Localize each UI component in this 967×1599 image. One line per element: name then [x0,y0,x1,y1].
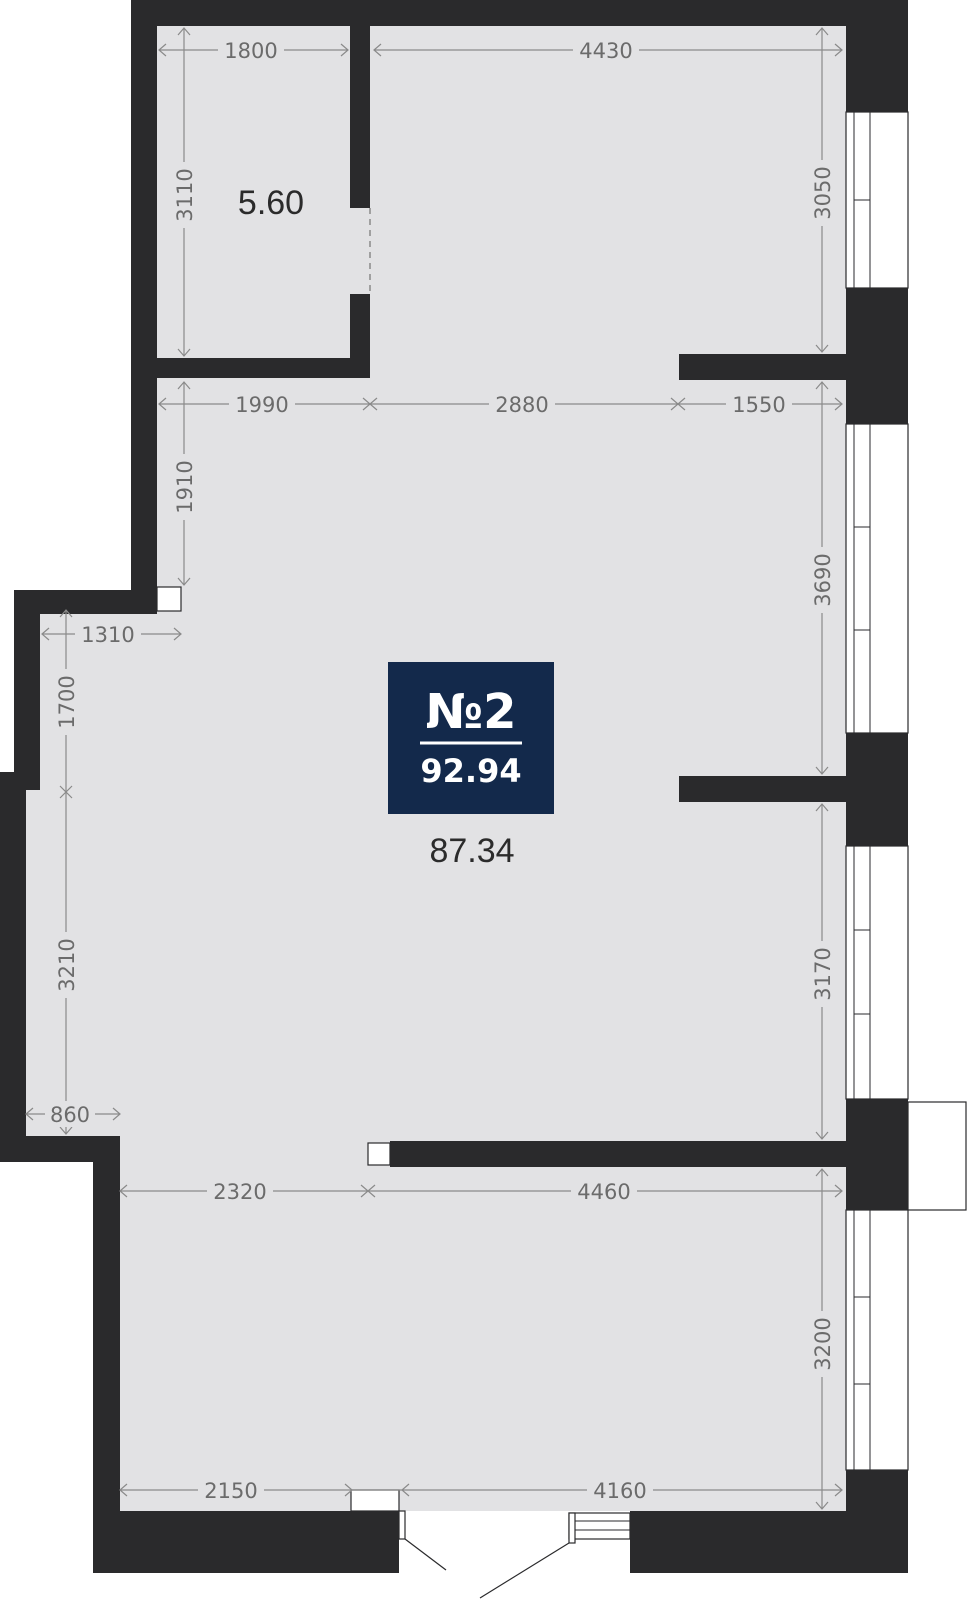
dim-3690: 3690 [811,553,835,606]
unit-total-area: 92.94 [420,752,521,790]
dim-4160: 4160 [593,1479,646,1503]
dim-1310: 1310 [81,623,134,647]
dim-1910: 1910 [173,460,197,513]
main-room-area: 87.34 [429,832,514,870]
dim-4460: 4460 [577,1180,630,1204]
dim-1700: 1700 [55,675,79,728]
dim-1800: 1800 [224,39,277,63]
walls [0,0,908,1573]
dim-2880: 2880 [495,393,548,417]
dim-3110: 3110 [173,168,197,221]
unit-number: №2 [425,684,516,740]
dim-1550: 1550 [732,393,785,417]
column-marker [367,1142,391,1166]
unit-badge: №2 92.94 [388,662,554,814]
small-room-area: 5.60 [238,184,304,222]
dim-3170: 3170 [811,947,835,1000]
dim-3210: 3210 [55,938,79,991]
dim-1990: 1990 [235,393,288,417]
dimension-labels: 1800 4430 1990 2880 1550 1310 860 2320 4… [45,37,792,1503]
dim-4430: 4430 [579,39,632,63]
dim-3050: 3050 [811,166,835,219]
dim-2150: 2150 [204,1479,257,1503]
dim-3200: 3200 [811,1317,835,1370]
dim-2320: 2320 [213,1180,266,1204]
vertical-dimension-labels: 3110 3050 1910 3690 1700 3210 3170 3200 [53,160,835,1377]
dim-860: 860 [50,1103,90,1127]
balcony-outline [907,1101,967,1211]
windows [845,111,909,1471]
column-marker [156,586,182,612]
